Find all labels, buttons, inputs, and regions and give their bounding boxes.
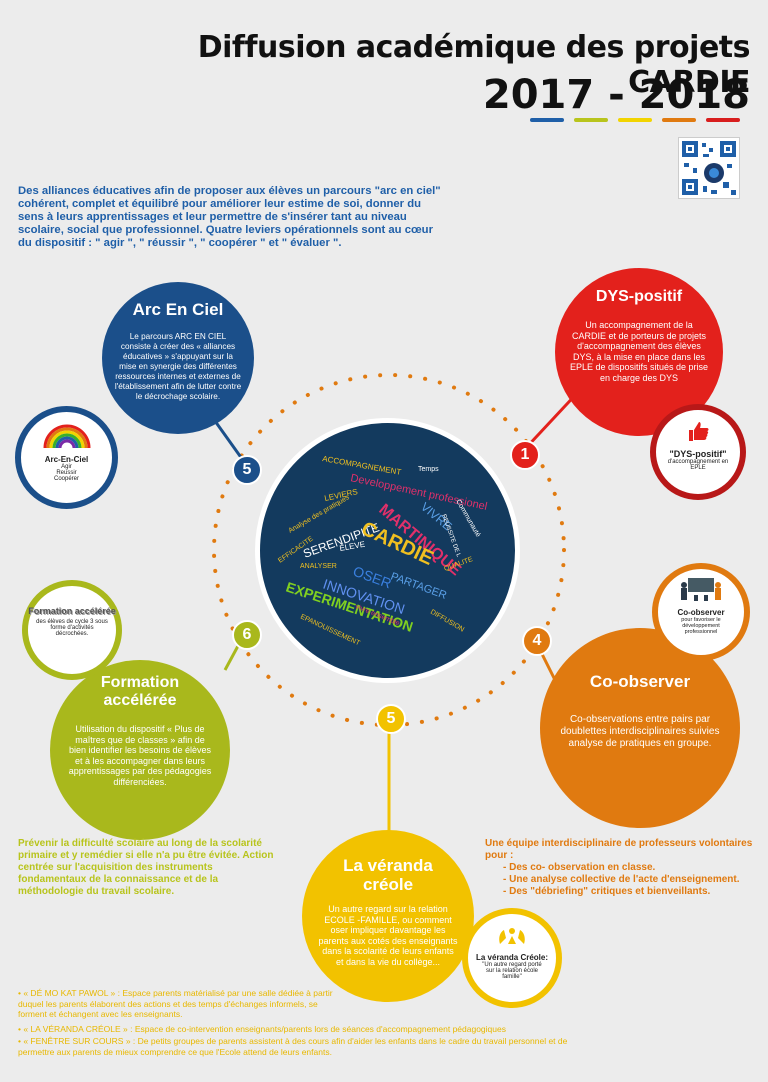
cloud-word: DIFFUSION bbox=[429, 609, 465, 634]
bottom-note-3: • « FENÊTRE SUR COURS » : De petits grou… bbox=[18, 1036, 568, 1057]
arc-number: 5 bbox=[232, 455, 262, 485]
coobs-note-item: - Des co- observation en classe. bbox=[503, 862, 656, 873]
page-title: Diffusion académique des projets CARDIE bbox=[197, 30, 751, 100]
cloud-word: Developpement professionel bbox=[349, 472, 488, 513]
bottom-note-2: • « LA VÉRANDA CRÉOLE » : Espace de co-i… bbox=[18, 1024, 506, 1034]
coobs-badge[interactable]: Co-observer pour favoriser le développem… bbox=[652, 563, 750, 661]
coobs-badge-sub: pour favoriser le développement professi… bbox=[681, 617, 721, 635]
arc-badge-l1: Agir bbox=[61, 464, 72, 470]
arc-badge-l3: Coopérer bbox=[53, 476, 79, 482]
dys-badge-sub: d'accompagnement en EPLE bbox=[667, 459, 729, 471]
formation-badge-sub: des élèves de cycle 3 sous forme d'activ… bbox=[36, 619, 108, 637]
qr-code-icon[interactable] bbox=[678, 137, 740, 199]
dys-number: 1 bbox=[510, 440, 540, 470]
dys-badge-title: "DYS-positif" bbox=[669, 449, 727, 459]
cloud-word: ANALYSER bbox=[300, 563, 337, 570]
color-bars bbox=[530, 118, 740, 124]
word-cloud: ACCOMPAGNEMENT Temps Developpement profe… bbox=[255, 418, 520, 683]
rainbow-icon bbox=[43, 424, 90, 449]
coobs-text: Co-observations entre pairs par doublett… bbox=[560, 714, 720, 749]
dys-text: Un accompagnement de la CARDIE et de por… bbox=[569, 320, 709, 383]
dys-title: DYS-positif bbox=[595, 288, 683, 305]
formation-badge-title: Formation accélérée bbox=[28, 606, 116, 616]
arc-badge-l2: Reussir bbox=[56, 470, 77, 476]
veranda-circle[interactable]: La véranda créole Un autre regard sur la… bbox=[302, 830, 474, 1002]
formation-circle[interactable]: Formation accélérée Utilisation du dispo… bbox=[50, 660, 230, 840]
arc-title: Arc En Ciel bbox=[132, 300, 224, 319]
intro-text: Des alliances éducatives afin de propose… bbox=[18, 185, 441, 249]
coobs-note-title: Une équipe interdisciplinaire de profess… bbox=[485, 838, 753, 861]
coobs-note: Une équipe interdisciplinaire de profess… bbox=[485, 838, 755, 898]
coobs-badge-title: Co-observer bbox=[677, 608, 725, 617]
formation-badge[interactable]: Formation accélérée des élèves de cycle … bbox=[22, 580, 122, 680]
cloud-word: Analyse des pratiques bbox=[288, 494, 352, 535]
veranda-badge[interactable]: La véranda Créole: "Un autre regard port… bbox=[462, 908, 562, 1008]
coobs-title: Co-observer bbox=[589, 672, 691, 691]
coobs-number: 4 bbox=[522, 626, 552, 656]
cloud-word: Temps bbox=[418, 466, 439, 473]
year-label: 2017 - 2018 bbox=[482, 72, 750, 118]
hands-icon bbox=[499, 928, 525, 944]
formation-text: Utilisation du dispositif « Plus de maît… bbox=[68, 724, 212, 787]
cloud-word: EPANOUISSEMENT bbox=[299, 613, 361, 647]
arc-text: Le parcours ARC EN CIEL consiste à créer… bbox=[114, 332, 242, 401]
bottom-note-1: • « DÉ MO KAT PAWOL » : Espace parents m… bbox=[18, 988, 333, 1019]
arc-badge-title: Arc-En-Ciel bbox=[44, 455, 89, 464]
veranda-badge-sub: "Un autre regard porté sur la relation é… bbox=[482, 962, 542, 980]
veranda-title: La véranda créole bbox=[343, 856, 433, 894]
arc-en-ciel-circle[interactable]: Arc En Ciel Le parcours ARC EN CIEL cons… bbox=[102, 282, 254, 434]
formation-title: Formation accélérée bbox=[100, 674, 180, 709]
thumbs-up-icon bbox=[689, 422, 709, 441]
coobs-note-item: - Une analyse collective de l'acte d'ens… bbox=[503, 874, 740, 885]
teacher-board-icon bbox=[681, 578, 721, 601]
veranda-number: 5 bbox=[376, 704, 406, 734]
dys-badge[interactable]: "DYS-positif" d'accompagnement en EPLE bbox=[650, 404, 746, 500]
coobs-note-item: - Des "débriefing" critiques et bienveil… bbox=[503, 886, 711, 897]
cloud-word: PARTAGER bbox=[389, 571, 448, 602]
veranda-badge-title: La véranda Créole: bbox=[475, 953, 549, 962]
cloud-word: ELEVE bbox=[339, 540, 366, 553]
formation-number: 6 bbox=[232, 620, 262, 650]
arc-badge[interactable]: Arc-En-Ciel Agir Reussir Coopérer bbox=[15, 406, 118, 509]
coobs-circle[interactable]: Co-observer Co-observations entre pairs … bbox=[540, 628, 740, 828]
formation-note: Prévenir la difficulté scolaire au long … bbox=[18, 838, 274, 897]
veranda-text: Un autre regard sur la relation ECOLE -F… bbox=[318, 904, 458, 967]
